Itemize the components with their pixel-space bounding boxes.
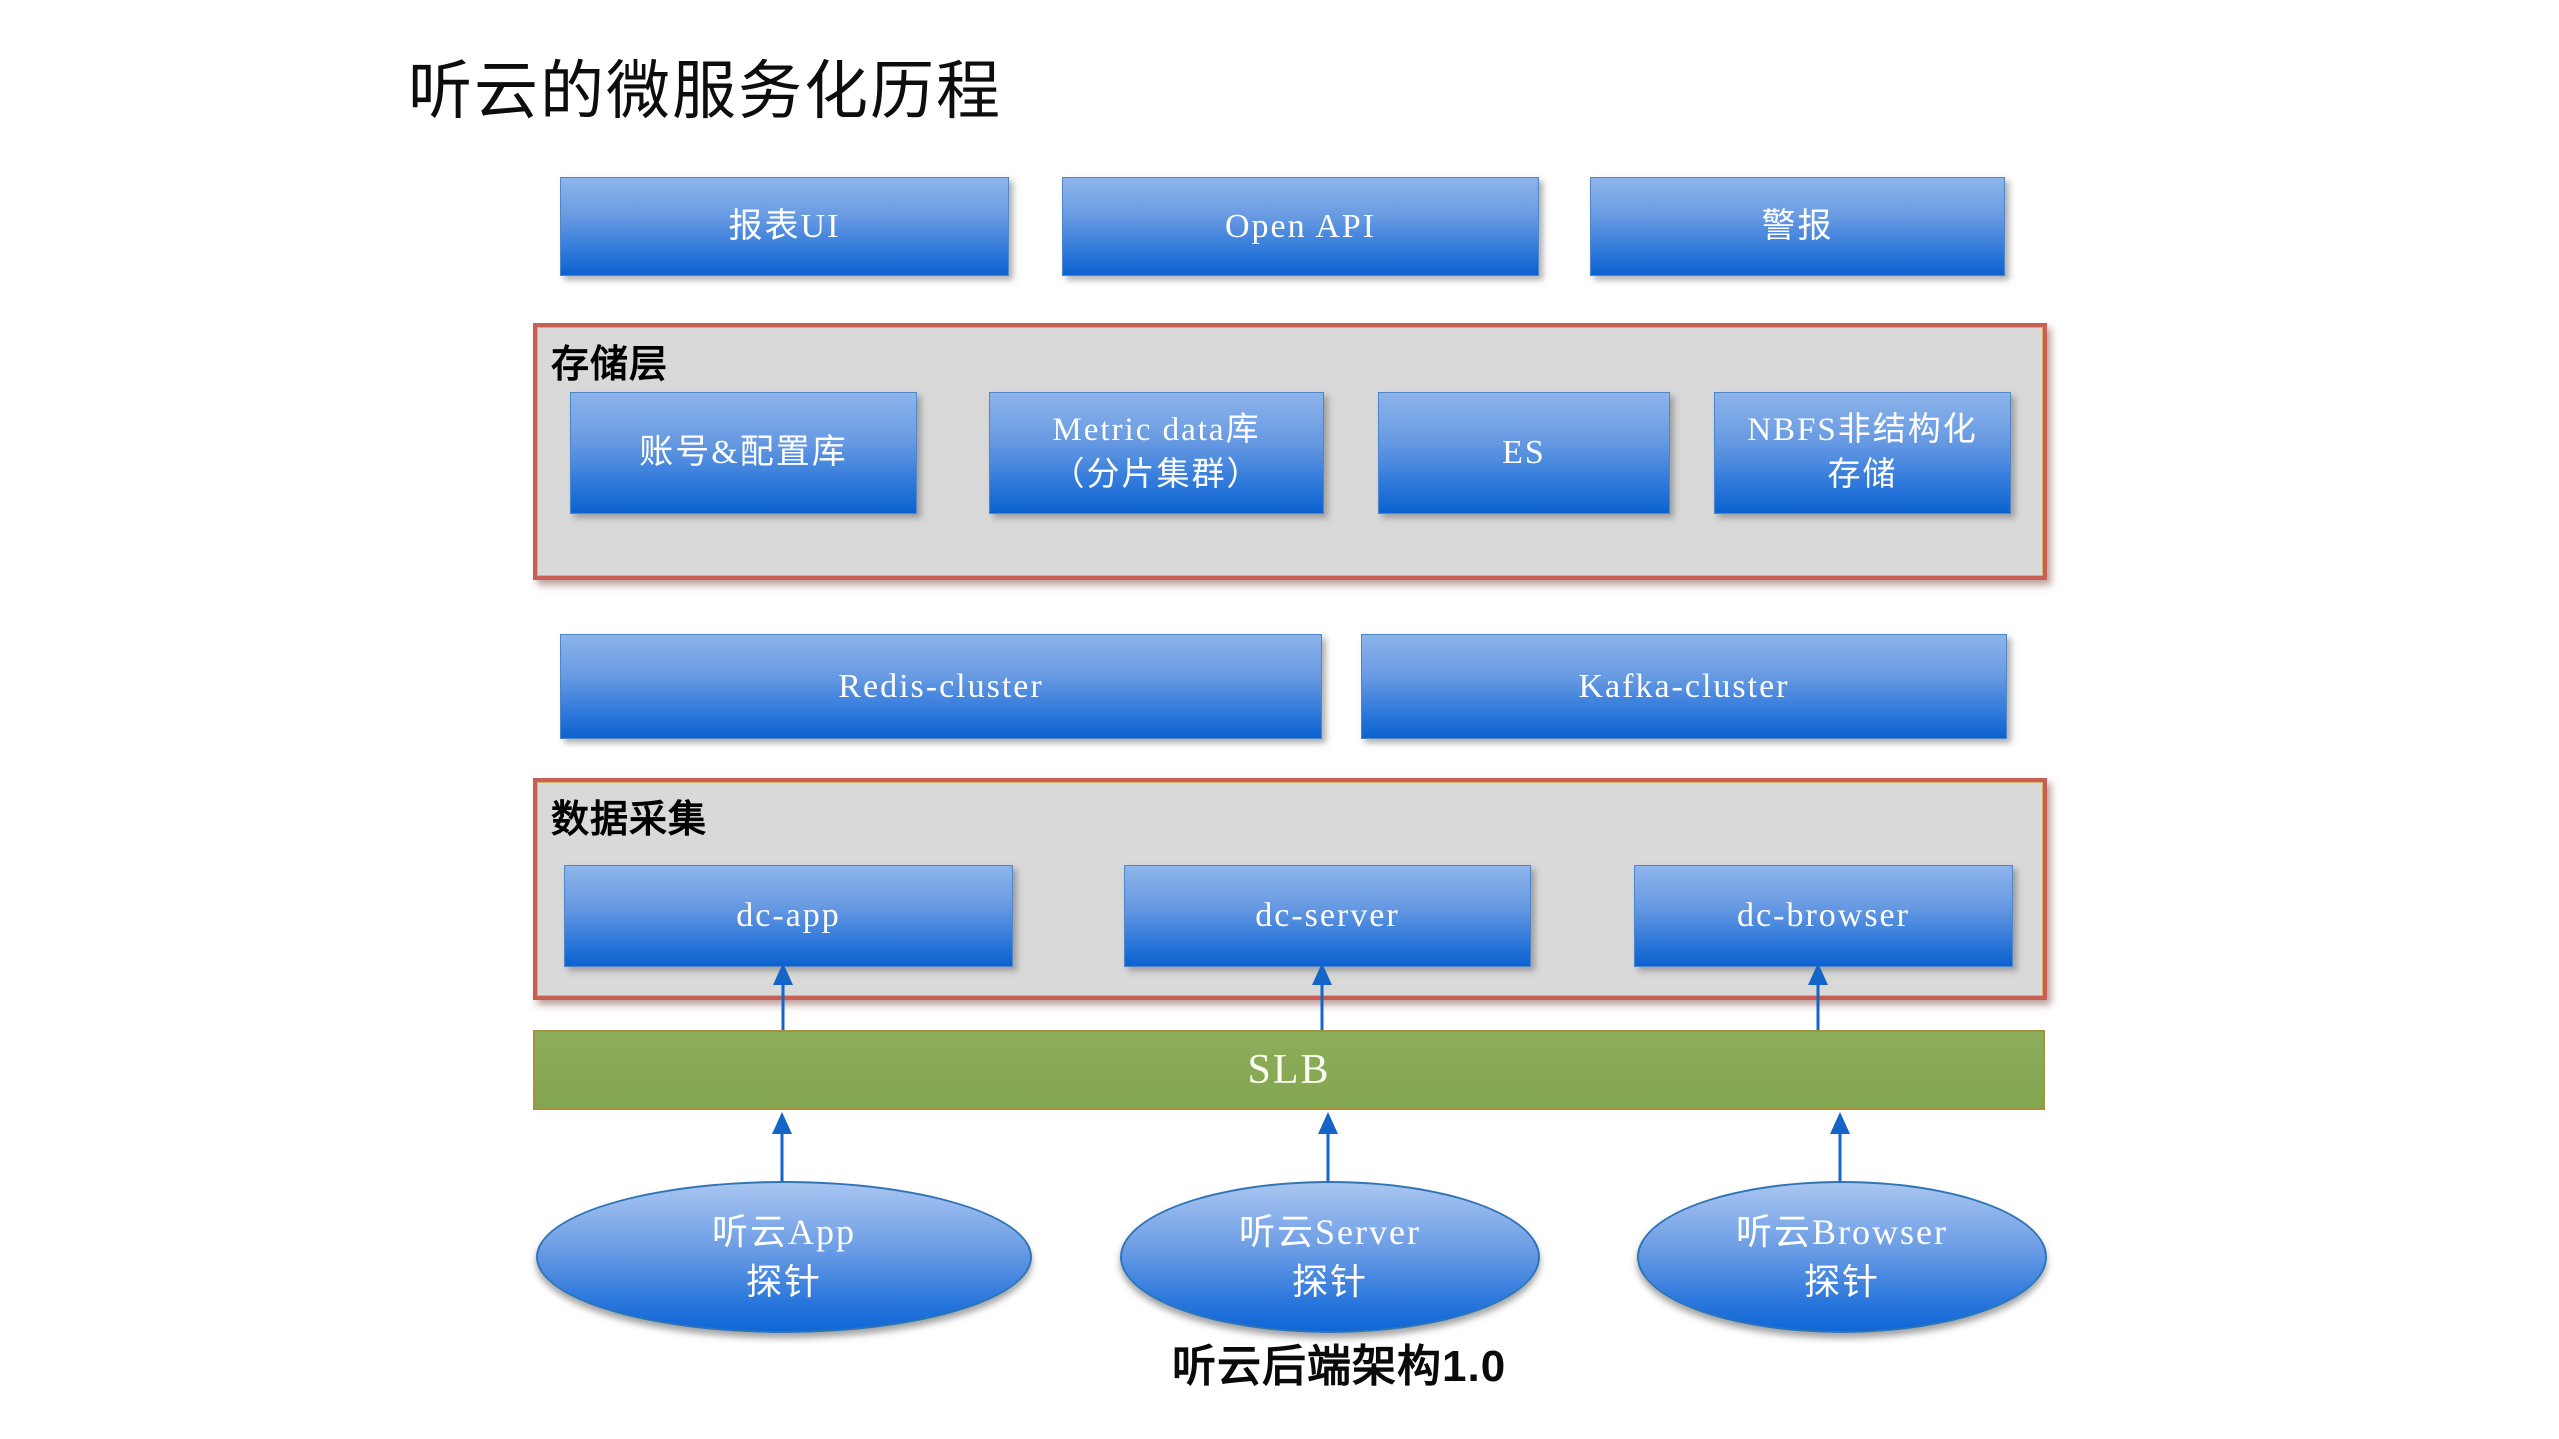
arrow-line — [1326, 1130, 1330, 1185]
arrow-line — [1816, 981, 1820, 1030]
storage-layer-label: 存储层 — [551, 344, 669, 386]
box-dc-server: dc-server — [1124, 865, 1531, 967]
server-probe-line2: 探针 — [1291, 1262, 1368, 1302]
ellipse-tingyun-app-probe: 听云App 探针 — [536, 1181, 1032, 1333]
ellipse-tingyun-browser-probe: 听云Browser 探针 — [1637, 1181, 2047, 1333]
box-dc-app: dc-app — [564, 865, 1013, 967]
arrow-browser-probe-to-slb — [1830, 1112, 1850, 1185]
box-es-label: ES — [1502, 434, 1546, 472]
arrow-slb-to-dc-server — [1312, 963, 1332, 1030]
arrow-line — [1320, 981, 1324, 1030]
box-nbfs-storage-line2: 存储 — [1827, 457, 1898, 493]
box-dc-browser: dc-browser — [1634, 865, 2013, 967]
arrow-line — [781, 981, 785, 1030]
data-collection-label: 数据采集 — [551, 799, 708, 841]
arrow-line — [1838, 1130, 1842, 1185]
box-dc-app-label: dc-app — [736, 897, 841, 935]
box-metric-data-db: Metric data库 （分片集群） — [989, 392, 1324, 514]
box-nbfs-storage-line1: NBFS非结构化 — [1747, 412, 1978, 449]
arrow-server-probe-to-slb — [1318, 1112, 1338, 1185]
box-redis-cluster: Redis-cluster — [560, 634, 1322, 739]
app-probe-line2: 探针 — [745, 1262, 822, 1302]
storage-layer-container: 存储层 账号&配置库 Metric data库 （分片集群） ES NBFS非结… — [533, 323, 2047, 580]
box-alert-label: 警报 — [1761, 207, 1834, 245]
arrow-slb-to-dc-app — [773, 963, 793, 1030]
browser-probe-line1: 听云Browser — [1736, 1211, 1948, 1252]
box-nbfs-storage: NBFS非结构化 存储 — [1714, 392, 2011, 514]
ellipse-tingyun-server-probe: 听云Server 探针 — [1120, 1181, 1540, 1333]
box-metric-data-db-line2: （分片集群） — [1051, 457, 1262, 493]
arrow-line — [780, 1130, 784, 1185]
box-account-config-db-label: 账号&配置库 — [639, 434, 848, 472]
arrow-head-icon — [773, 963, 793, 985]
arrow-head-icon — [1312, 963, 1332, 985]
arrow-head-icon — [1808, 963, 1828, 985]
box-redis-cluster-label: Redis-cluster — [838, 667, 1044, 705]
box-open-api: Open API — [1062, 177, 1539, 276]
arrow-head-icon — [1318, 1112, 1338, 1134]
box-open-api-label: Open API — [1224, 207, 1377, 245]
slb-label: SLB — [1247, 1047, 1331, 1093]
box-alert: 警报 — [1590, 177, 2005, 276]
box-dc-server-label: dc-server — [1255, 897, 1400, 935]
diagram-caption: 听云后端架构1.0 — [1172, 1342, 1507, 1391]
server-probe-line1: 听云Server — [1239, 1211, 1421, 1252]
arrow-head-icon — [772, 1112, 792, 1134]
arrow-head-icon — [1830, 1112, 1850, 1134]
box-report-ui: 报表UI — [560, 177, 1009, 276]
box-report-ui-label: 报表UI — [728, 207, 841, 245]
box-account-config-db: 账号&配置库 — [570, 392, 917, 514]
app-probe-line1: 听云App — [712, 1211, 856, 1252]
arrow-app-probe-to-slb — [772, 1112, 792, 1185]
box-es: ES — [1378, 392, 1670, 514]
box-dc-browser-label: dc-browser — [1737, 897, 1910, 935]
box-kafka-cluster: Kafka-cluster — [1361, 634, 2007, 739]
box-metric-data-db-line1: Metric data库 — [1052, 412, 1261, 449]
box-kafka-cluster-label: Kafka-cluster — [1578, 667, 1790, 705]
arrow-slb-to-dc-browser — [1808, 963, 1828, 1030]
slb-bar: SLB — [533, 1030, 2045, 1110]
diagram-title: 听云的微服务化历程 — [408, 56, 1002, 127]
browser-probe-line2: 探针 — [1803, 1262, 1880, 1302]
